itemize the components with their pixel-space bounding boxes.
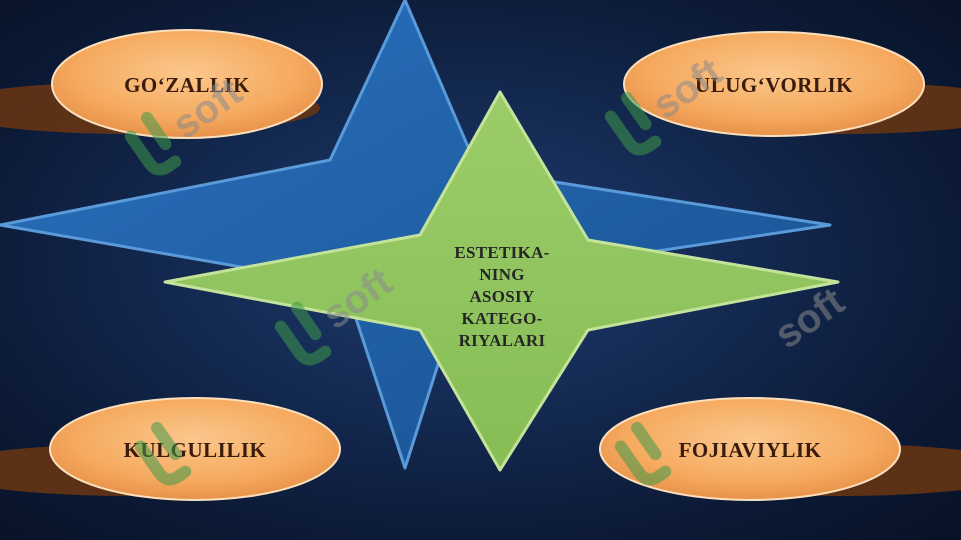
category-oval-top-right: ULUG‘VORLIK bbox=[623, 31, 925, 137]
category-oval-top-left: GO‘ZALLIK bbox=[51, 29, 323, 139]
label-gozallik: GO‘ZALLIK bbox=[124, 73, 250, 97]
green-star-shape bbox=[163, 90, 840, 472]
label-fojiaviylik: FOJIAVIYLIK bbox=[679, 438, 822, 462]
watermark-mark-6 bbox=[614, 421, 672, 486]
category-oval-bottom-left: KULGULILIK bbox=[49, 397, 341, 501]
center-line-4: KATEGO- bbox=[461, 309, 542, 328]
category-oval-bottom-right: FOJIAVIYLIK bbox=[599, 397, 901, 501]
blue-star-shape bbox=[0, 0, 832, 470]
center-line-3: ASOSIY bbox=[469, 287, 534, 306]
center-line-5: RIYALARI bbox=[459, 331, 546, 350]
center-title: ESTETIKA- NING ASOSIY KATEGO- RIYALARI bbox=[454, 243, 549, 350]
center-line-1: ESTETIKA- bbox=[454, 243, 549, 262]
center-line-2: NING bbox=[479, 265, 525, 284]
label-ulugvorlik: ULUG‘VORLIK bbox=[695, 73, 853, 97]
watermark-mark-5 bbox=[134, 421, 192, 486]
